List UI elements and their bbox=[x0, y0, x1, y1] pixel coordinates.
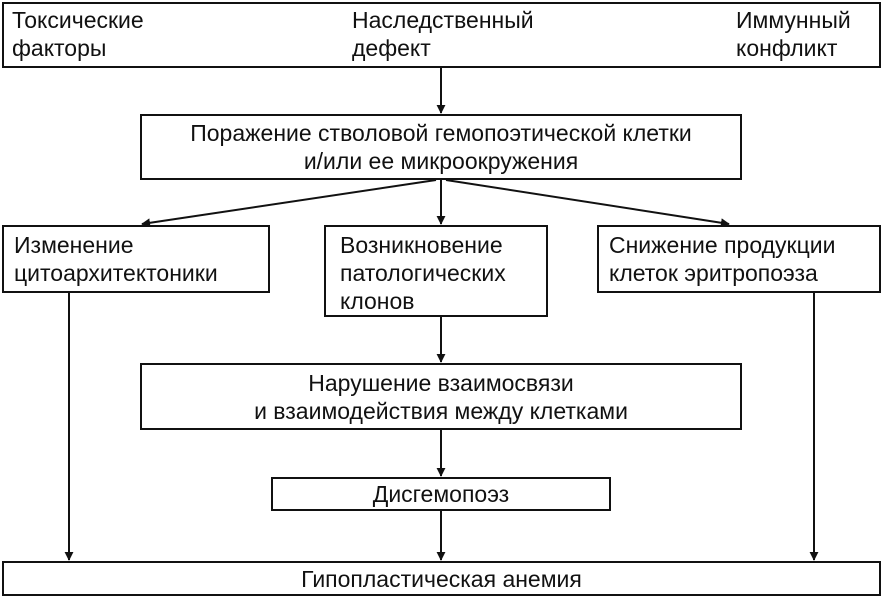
dyshemopoiesis-box: Дисгемопоэз bbox=[271, 477, 611, 511]
cause-immune: Иммунный конфликт bbox=[736, 7, 851, 61]
pathological-clones-box: Возникновение патологических клонов bbox=[324, 225, 548, 317]
hypoplastic-anemia-box: Гипопластическая анемия bbox=[2, 561, 881, 596]
causes-box bbox=[2, 2, 881, 68]
cause-hereditary: Наследственный дефект bbox=[352, 7, 534, 61]
erythropoiesis-box: Снижение продукции клеток эритропоэза bbox=[597, 225, 881, 293]
stem-cell-damage-box: Поражение стволовой гемопоэтической клет… bbox=[140, 114, 742, 180]
cytoarchitecture-box: Изменение цитоархитектоники bbox=[2, 225, 270, 293]
arrow-damage-to-erythropoiesis bbox=[445, 179, 730, 228]
arrow-damage-to-cytoarchitecture bbox=[141, 179, 437, 228]
cause-toxic: Токсические факторы bbox=[12, 7, 144, 61]
interaction-disruption-box: Нарушение взаимосвязи и взаимодействия м… bbox=[140, 363, 742, 430]
